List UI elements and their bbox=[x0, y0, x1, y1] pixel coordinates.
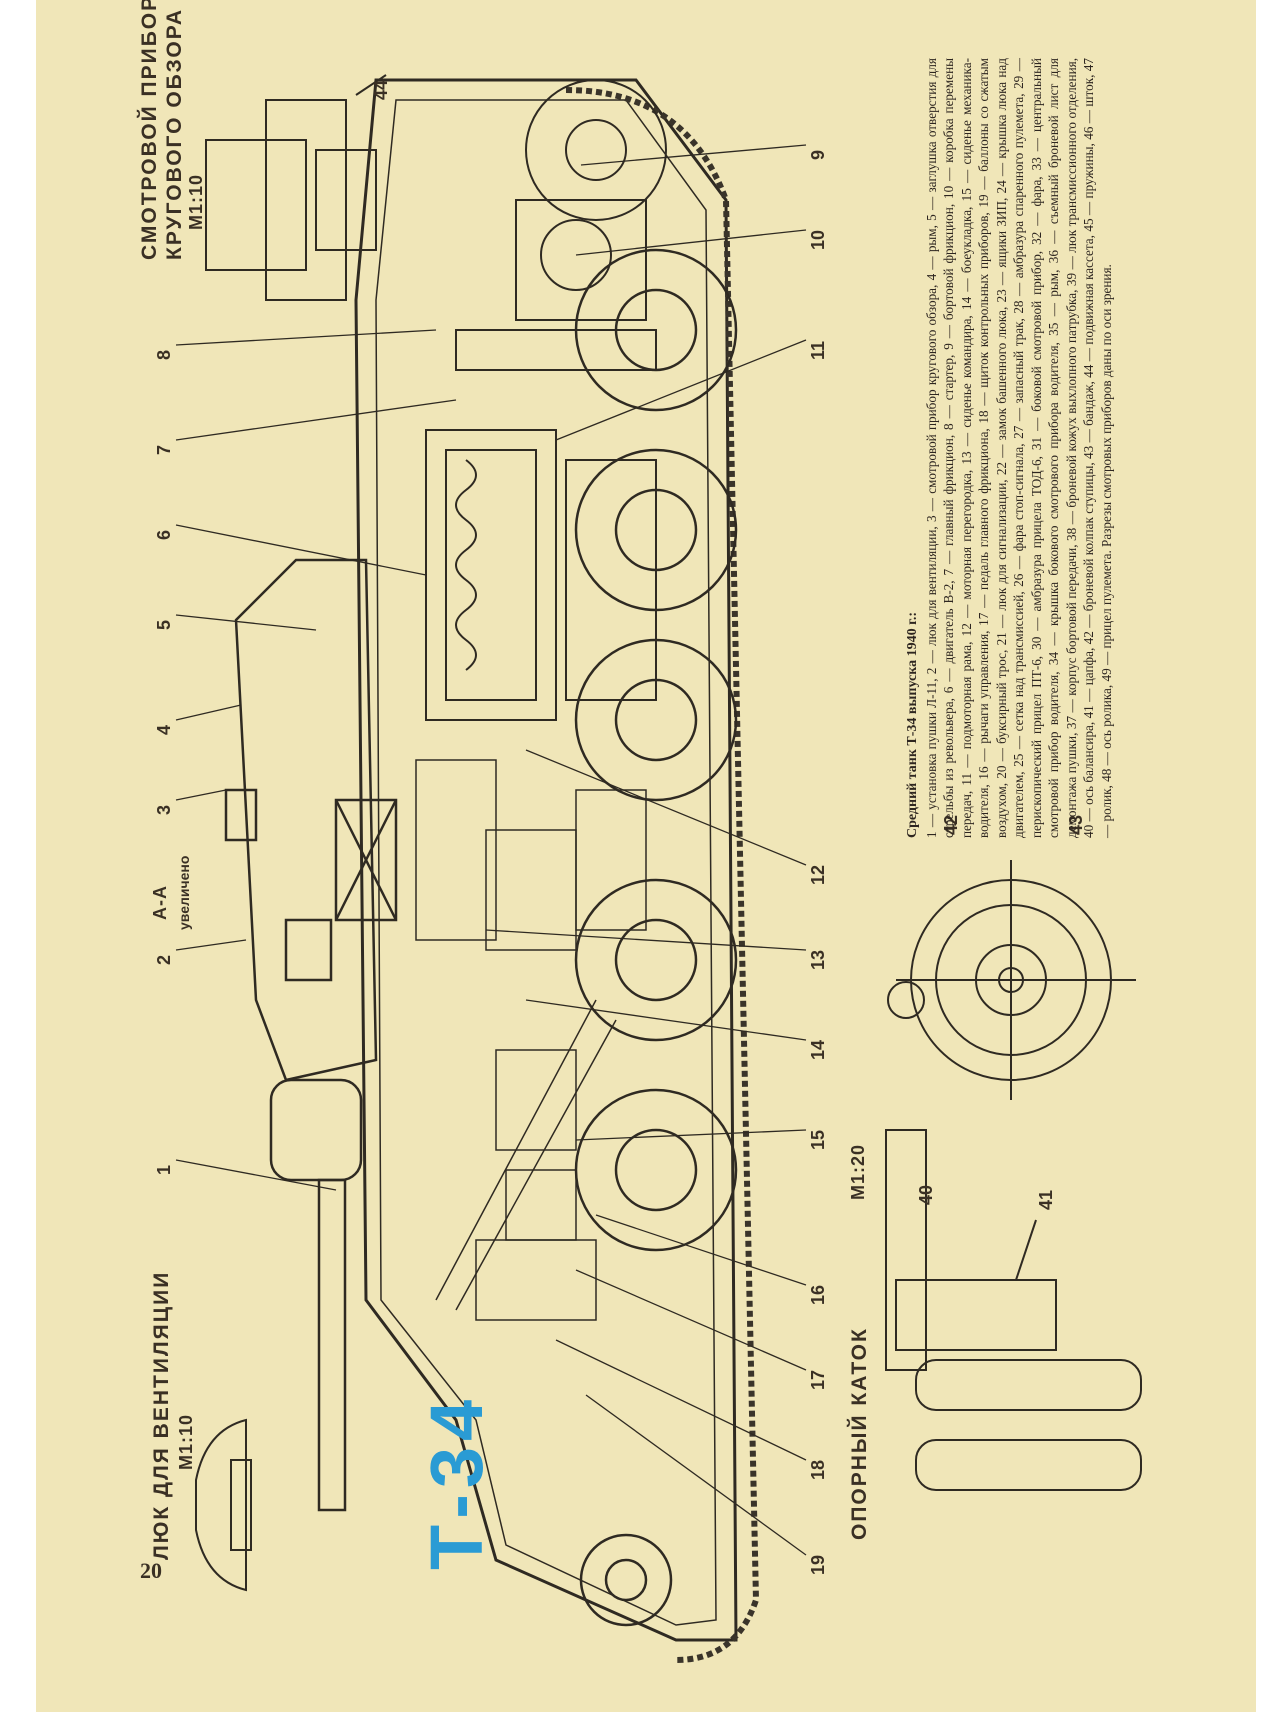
callout-3: 3 bbox=[154, 804, 174, 815]
crew-compartment bbox=[415, 759, 647, 1321]
inset-top-title2: КРУГОВОГО ОБЗОРА bbox=[163, 7, 186, 260]
inset-road-wheel bbox=[885, 860, 1142, 1491]
turret bbox=[224, 558, 398, 1082]
inset-vent-title: ЛЮК ДЛЯ ВЕНТИЛЯЦИИ bbox=[150, 1270, 173, 1560]
legend-title: Средний танк Т-34 выпуска 1940 г.: bbox=[905, 611, 920, 838]
drive-sprocket bbox=[515, 79, 667, 321]
callout-16: 16 bbox=[808, 1284, 828, 1305]
callout-18: 18 bbox=[808, 1459, 828, 1480]
inset-wheel-title: ОПОРНЫЙ КАТОК bbox=[848, 1327, 871, 1540]
section-label: А-А bbox=[150, 885, 170, 920]
callout-44: 44 bbox=[371, 79, 391, 100]
legend-text: 1 — установка пушки Л-11, 2 — люк для ве… bbox=[923, 58, 1114, 838]
inset-top-scale: М1:10 bbox=[186, 173, 206, 230]
callout-12: 12 bbox=[808, 864, 828, 885]
legend-block: Средний танк Т-34 выпуска 1940 г.: 1 — у… bbox=[904, 58, 1115, 838]
inset-vent-hatch bbox=[195, 1418, 252, 1592]
inset-observation-device bbox=[205, 74, 387, 301]
magazine-page: 1 2 3 4 5 6 7 8 9 10 11 12 13 14 15 16 1… bbox=[36, 0, 1256, 1712]
tank-cutaway-drawing bbox=[175, 74, 1142, 1663]
callout-5: 5 bbox=[154, 619, 174, 630]
callout-7: 7 bbox=[154, 444, 174, 455]
inset-vent-scale: М1:10 bbox=[176, 1413, 196, 1470]
callout-15: 15 bbox=[808, 1129, 828, 1150]
inset-wheel-scale: М1:20 bbox=[848, 1143, 868, 1200]
callout-10: 10 bbox=[808, 229, 828, 250]
gun-barrel bbox=[269, 1078, 363, 1512]
callout-4: 4 bbox=[154, 724, 174, 735]
inset-top-title: СМОТРОВОЙ ПРИБОР bbox=[138, 0, 161, 260]
callout-leaders bbox=[175, 144, 807, 1556]
callout-14: 14 bbox=[808, 1039, 828, 1060]
callout-9: 9 bbox=[808, 149, 828, 160]
callout-2: 2 bbox=[154, 954, 174, 965]
callout-11: 11 bbox=[808, 340, 828, 360]
callout-19: 19 bbox=[808, 1554, 828, 1575]
hull-outline bbox=[354, 78, 738, 1642]
callout-6: 6 bbox=[154, 529, 174, 540]
brand-title: Т-34 bbox=[415, 1393, 498, 1570]
section-sublabel: увеличено bbox=[176, 855, 192, 930]
callout-41: 41 bbox=[1036, 1189, 1056, 1210]
track bbox=[565, 87, 760, 1663]
callout-17: 17 bbox=[808, 1369, 828, 1390]
callout-40: 40 bbox=[916, 1184, 936, 1205]
engine-v2 bbox=[425, 329, 657, 721]
callout-13: 13 bbox=[808, 949, 828, 970]
callout-1: 1 bbox=[154, 1164, 174, 1175]
callout-8: 8 bbox=[154, 349, 174, 360]
page-number: 20 bbox=[140, 1558, 162, 1583]
